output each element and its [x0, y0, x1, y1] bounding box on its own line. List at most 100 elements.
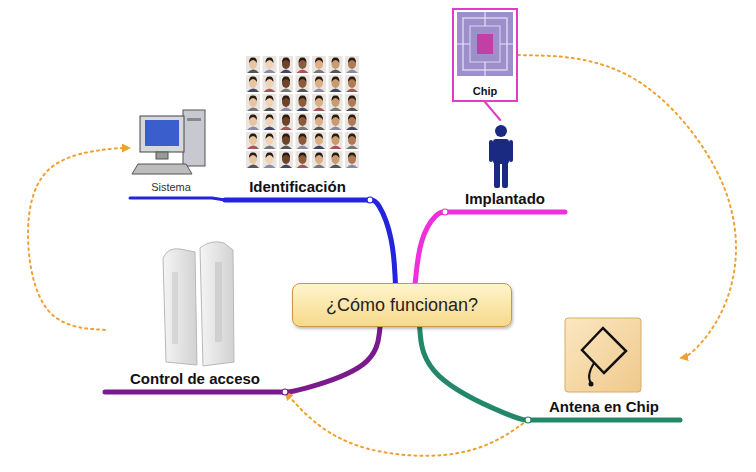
face-photo [296, 132, 310, 149]
face-photo [296, 56, 310, 73]
mindmap-branch [420, 327, 680, 420]
shoulders [280, 165, 292, 169]
central-topic: ¿Cómo funcionan? [292, 283, 512, 327]
photo-ground [296, 132, 310, 149]
face-photo [246, 94, 260, 111]
shoulders [280, 89, 292, 93]
face-photo [329, 113, 343, 130]
photo-ground [263, 56, 277, 73]
shoulders [330, 127, 342, 131]
face-photo [296, 113, 310, 130]
branch-joint [442, 209, 448, 215]
hair [282, 76, 290, 82]
topic-label: Antena en Chip [549, 398, 659, 415]
shoulders [346, 146, 358, 150]
topic-title: ¿Cómo funcionan? [326, 295, 478, 316]
hair [249, 114, 257, 120]
chip-trace [470, 26, 500, 62]
keyboard [132, 164, 192, 174]
hair [249, 133, 257, 139]
gate-panel [200, 242, 234, 366]
photo-ground [263, 132, 277, 149]
hair [315, 114, 323, 120]
hair [266, 152, 274, 158]
mindmap-branch [225, 200, 395, 283]
hair [299, 76, 307, 82]
shoulders [264, 89, 276, 93]
face-photo [263, 75, 277, 92]
face-photo [263, 94, 277, 111]
shoulders [280, 70, 292, 74]
photo-ground [279, 151, 293, 168]
photo-ground [279, 56, 293, 73]
photo-ground [312, 132, 326, 149]
face-photo [279, 75, 293, 92]
shoulders [280, 108, 292, 112]
hair [315, 95, 323, 101]
photo-ground [279, 132, 293, 149]
gate-panel [163, 249, 197, 365]
photo-ground [329, 75, 343, 92]
photo-ground [312, 113, 326, 130]
photo-ground [345, 75, 359, 92]
face-photo [329, 56, 343, 73]
hair [299, 114, 307, 120]
hair [299, 133, 307, 139]
face-photo [312, 132, 326, 149]
photo-ground [279, 94, 293, 111]
face-photo [329, 151, 343, 168]
face-photo [312, 151, 326, 168]
photo-ground [263, 151, 277, 168]
topic-label: Control de acceso [130, 370, 260, 387]
photo-ground [263, 75, 277, 92]
face-photo [263, 151, 277, 168]
shoulders [297, 108, 309, 112]
face-photo [329, 132, 343, 149]
person-leg [502, 160, 508, 188]
computer-icon [132, 110, 205, 174]
shoulders [280, 146, 292, 150]
photo-ground [279, 113, 293, 130]
hair [315, 133, 323, 139]
face-photo [345, 56, 359, 73]
hair [299, 95, 307, 101]
mindmap-branch [130, 198, 225, 200]
shoulders [330, 70, 342, 74]
hair [332, 133, 340, 139]
person-head [495, 125, 507, 137]
face-photo [279, 113, 293, 130]
chip-die [457, 12, 513, 76]
shoulders [247, 146, 259, 150]
shoulders [297, 127, 309, 131]
monitor [140, 116, 184, 152]
face-photo [312, 56, 326, 73]
face-photo [296, 94, 310, 111]
hair [315, 152, 323, 158]
hair [348, 76, 356, 82]
gate-slot [172, 272, 178, 344]
branch-joint [367, 197, 373, 203]
flow-arrow [285, 392, 528, 456]
photo-ground [312, 94, 326, 111]
hair [332, 76, 340, 82]
chip-trace [457, 12, 513, 76]
hair [332, 57, 340, 63]
shoulders [247, 127, 259, 131]
monitor-stand [156, 152, 168, 159]
hair [315, 57, 323, 63]
shoulders [297, 146, 309, 150]
shoulders [313, 165, 325, 169]
hair [348, 152, 356, 158]
photo-ground [279, 75, 293, 92]
hair [299, 152, 307, 158]
face-photo [246, 56, 260, 73]
mindmap-branch [105, 327, 380, 392]
face-photo [279, 132, 293, 149]
shoulders [346, 108, 358, 112]
shoulders [264, 70, 276, 74]
person-arm [509, 140, 513, 162]
hair [282, 114, 290, 120]
shoulders [330, 89, 342, 93]
photo-ground [263, 113, 277, 130]
